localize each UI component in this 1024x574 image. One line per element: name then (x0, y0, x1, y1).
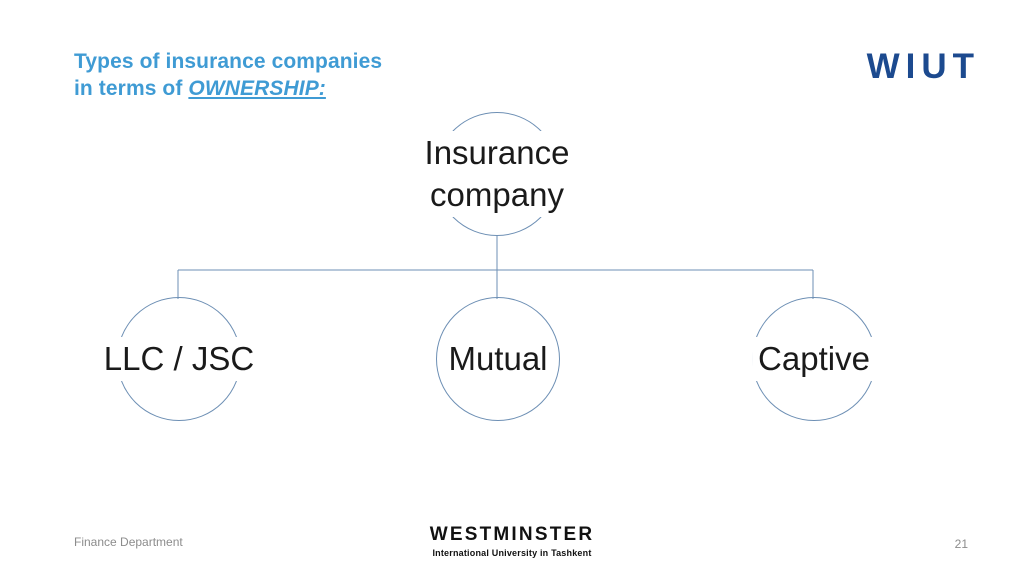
slide-page-number: 21 (954, 537, 968, 551)
westminster-logo-sub: International University in Tashkent (432, 548, 592, 558)
diagram-node-mutual: Mutual (436, 297, 560, 421)
wiut-logo: WIUT (866, 47, 980, 86)
diagram-node-insurance-company: Insurance company (397, 112, 597, 236)
diagram-node-llc-jsc: LLC / JSC (97, 297, 261, 421)
title-line-2-prefix: in terms of (74, 77, 189, 100)
diagram-node-label-root: Insurance company (397, 131, 597, 217)
page-title: Types of insurance companies in terms of… (74, 48, 594, 102)
westminster-logo-main: WESTMINSTER (429, 524, 595, 545)
title-line-1: Types of insurance companies (74, 50, 383, 73)
diagram-node-label-captive: Captive (752, 337, 876, 381)
diagram-node-label-llc-jsc: LLC / JSC (97, 337, 261, 381)
westminster-logo: WESTMINSTER International University in … (430, 524, 595, 560)
footer-department: Finance Department (74, 535, 183, 549)
title-line-2: in terms of OWNERSHIP: (74, 75, 594, 102)
title-emphasis-ownership: OWNERSHIP: (188, 77, 326, 100)
diagram-node-captive: Captive (752, 297, 876, 421)
diagram-node-label-mutual: Mutual (442, 337, 554, 381)
